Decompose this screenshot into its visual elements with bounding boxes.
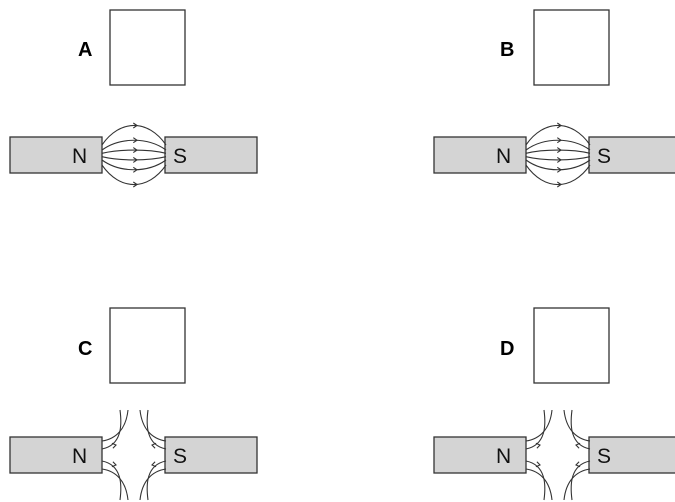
field-arrow xyxy=(535,461,541,468)
option-b-north-label: N xyxy=(496,145,511,168)
option-d-field-lines xyxy=(525,409,591,501)
option-a-north-magnet xyxy=(9,136,103,174)
option-c-label: C xyxy=(78,338,92,360)
field-arrow xyxy=(132,181,138,188)
option-b-answer-box[interactable] xyxy=(533,9,610,86)
field-line xyxy=(101,156,167,161)
field-arrow xyxy=(556,181,562,188)
field-line xyxy=(101,460,122,501)
option-b-south-magnet xyxy=(588,136,675,174)
option-a-label: A xyxy=(78,39,92,61)
option-b-label: B xyxy=(500,39,514,61)
field-line xyxy=(101,468,129,501)
field-line xyxy=(570,460,591,501)
field-arrow xyxy=(132,166,138,173)
field-line xyxy=(525,156,591,161)
option-d: D N S xyxy=(433,307,675,501)
field-arrow xyxy=(132,156,138,163)
field-arrow xyxy=(556,166,562,173)
option-c-south-magnet xyxy=(164,436,258,474)
field-line xyxy=(146,460,167,501)
field-arrow xyxy=(132,137,138,144)
option-d-label: D xyxy=(500,338,514,360)
field-line xyxy=(563,409,591,442)
field-arrow xyxy=(556,122,562,129)
option-d-south-label: S xyxy=(597,445,611,468)
option-b-north-magnet xyxy=(433,136,527,174)
field-arrow xyxy=(111,442,117,449)
field-line xyxy=(525,409,553,442)
field-arrow xyxy=(556,156,562,163)
field-line xyxy=(139,409,167,442)
option-a-south-label: S xyxy=(173,145,187,168)
field-line xyxy=(101,409,122,450)
option-c-north-label: N xyxy=(72,445,87,468)
option-c-field-lines xyxy=(101,409,167,501)
field-arrow xyxy=(132,147,138,154)
field-line xyxy=(101,124,167,146)
field-arrow xyxy=(556,147,562,154)
field-line xyxy=(139,468,167,501)
field-line xyxy=(101,164,167,186)
option-a: A N S xyxy=(9,9,258,188)
field-arrow xyxy=(132,122,138,129)
field-line xyxy=(525,159,591,171)
option-a-field-lines xyxy=(101,122,167,188)
field-line xyxy=(146,409,167,450)
field-arrow xyxy=(575,461,581,468)
option-b-field-lines xyxy=(525,122,591,188)
option-c-answer-box[interactable] xyxy=(109,307,186,384)
option-a-south-magnet xyxy=(164,136,258,174)
option-d-north-magnet xyxy=(433,436,527,474)
field-arrow xyxy=(556,137,562,144)
field-line xyxy=(101,149,167,154)
option-b-south-label: S xyxy=(597,145,611,168)
field-arrow xyxy=(151,442,157,449)
field-line xyxy=(101,159,167,171)
field-line xyxy=(525,409,546,450)
field-line xyxy=(525,124,591,146)
option-c-north-magnet xyxy=(9,436,103,474)
field-line xyxy=(525,139,591,151)
option-c: C N S xyxy=(9,307,258,501)
option-b: B N S xyxy=(433,9,675,188)
option-a-north-label: N xyxy=(72,145,87,168)
field-line xyxy=(525,149,591,154)
field-arrow xyxy=(111,461,117,468)
field-line xyxy=(563,468,591,501)
field-line xyxy=(101,409,129,442)
field-arrow xyxy=(575,442,581,449)
field-line xyxy=(525,468,553,501)
field-line xyxy=(101,139,167,151)
option-d-answer-box[interactable] xyxy=(533,307,610,384)
field-line xyxy=(525,164,591,186)
option-d-north-label: N xyxy=(496,445,511,468)
option-a-answer-box[interactable] xyxy=(109,9,186,86)
field-arrow xyxy=(151,461,157,468)
field-line xyxy=(525,460,546,501)
field-arrow xyxy=(535,442,541,449)
field-line xyxy=(570,409,591,450)
option-c-south-label: S xyxy=(173,445,187,468)
option-d-south-magnet xyxy=(588,436,675,474)
